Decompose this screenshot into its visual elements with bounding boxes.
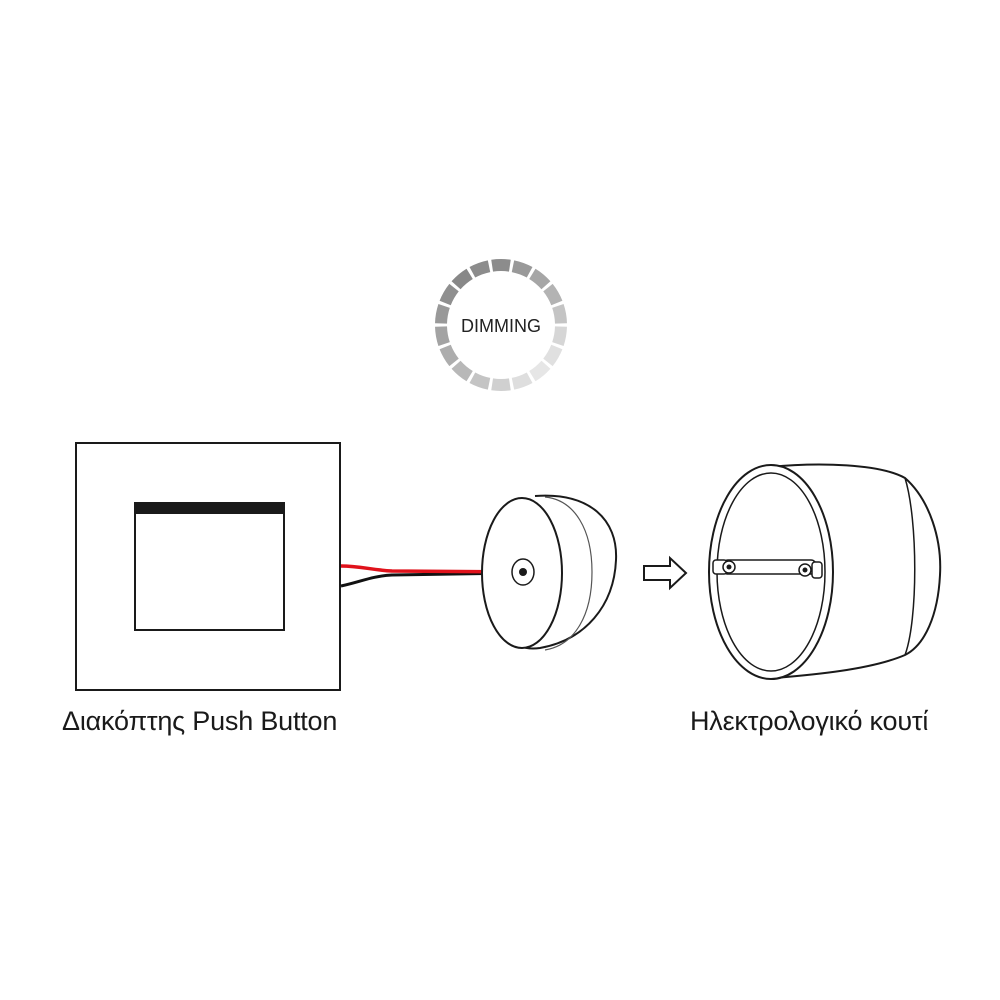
dimming-ring-segment — [451, 268, 473, 290]
dimming-ring-segment — [439, 283, 459, 306]
dimming-ring-segment — [469, 372, 491, 390]
dimming-badge: DIMMING — [435, 258, 567, 391]
module-hole-center — [519, 568, 527, 576]
dimming-ring-segment — [491, 378, 511, 391]
dimming-ring-segment — [439, 344, 459, 367]
push-button-switch — [75, 442, 341, 691]
screw-right-icon — [798, 561, 823, 579]
dimming-ring-segment — [529, 360, 551, 382]
dimming-ring-segment — [511, 372, 533, 390]
electrical-box-label: Ηλεκτρολογικό κουτί — [690, 706, 929, 736]
dimming-ring-segment — [451, 360, 473, 382]
switch-panel-top-bar — [135, 503, 284, 514]
dimming-ring-segment — [529, 268, 551, 290]
dimming-ring-segment — [435, 304, 450, 324]
dimming-ring-segment — [491, 258, 511, 272]
module-rim — [544, 496, 593, 651]
outline-right-arrow-icon — [643, 555, 688, 591]
dimming-ring-segment — [435, 326, 450, 346]
dimming-text: DIMMING — [461, 316, 541, 336]
wires — [340, 564, 522, 588]
box-rear-edge — [904, 477, 916, 656]
switch-panel — [134, 502, 285, 631]
dimming-ring-segment — [552, 326, 567, 346]
dimming-ring-segment — [552, 304, 567, 324]
switch-label: Διακόπτης Push Button — [62, 706, 338, 736]
red-wire — [340, 564, 522, 574]
dimming-ring-segment — [543, 283, 563, 306]
dimming-ring-segment — [469, 260, 491, 278]
dimming-ring-segment — [543, 344, 563, 367]
screw-left-icon — [712, 559, 736, 575]
dimmer-module — [481, 494, 618, 651]
dimming-ring-icon — [435, 258, 567, 391]
black-wire — [340, 571, 522, 588]
electrical-box — [708, 463, 942, 680]
dimming-ring-segment — [511, 260, 533, 278]
